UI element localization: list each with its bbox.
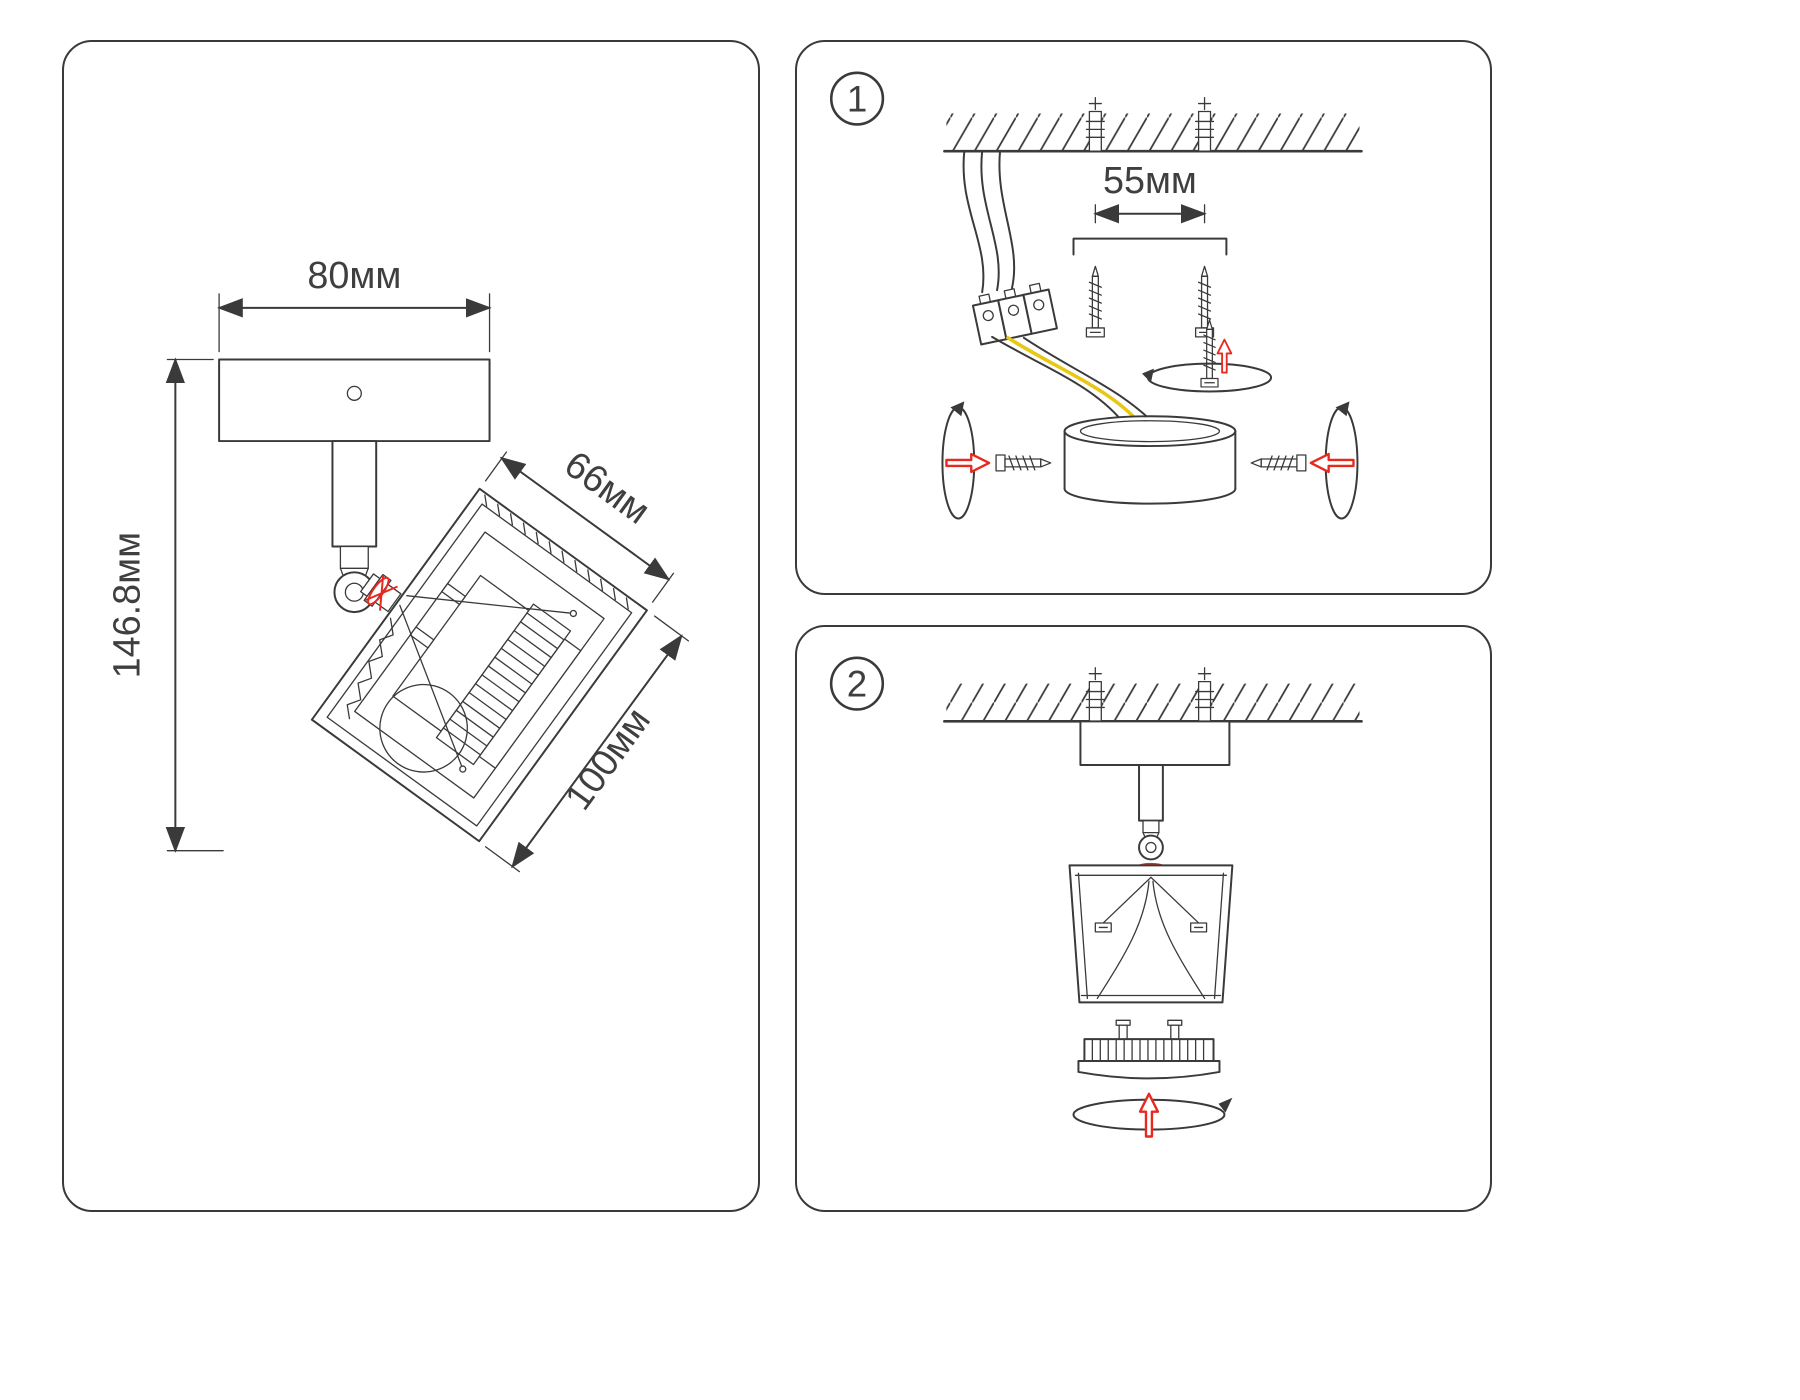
lamp-housing [1068, 864, 1234, 1004]
spring-clips [1094, 876, 1208, 933]
mounted-plate [1079, 720, 1231, 767]
screw-turn-indicator [1142, 319, 1273, 393]
panel-step-1: 1 55мм [795, 40, 1492, 595]
dimension-hole-spacing: 55мм [1093, 159, 1207, 224]
ceiling [943, 683, 1363, 723]
wall-plug-left [1085, 96, 1105, 152]
stem-and-joint [1138, 764, 1164, 861]
pivot-bolt [360, 573, 402, 613]
step-2-number: 2 [847, 664, 867, 705]
dimensions-drawing: 80мм [107, 255, 690, 873]
red-left-arrow-icon [1309, 452, 1355, 474]
wall-plug-right [1194, 667, 1215, 722]
mounting-base [1063, 415, 1237, 505]
lamp-turn-indicator [1072, 1092, 1233, 1138]
dim-height-label: 146.8мм [107, 532, 149, 678]
rotation-arrowhead [1142, 368, 1154, 383]
step2-drawing: 2 [829, 656, 1363, 1138]
terminal-block [971, 282, 1058, 346]
wall-plug-right [1194, 96, 1215, 152]
red-washer-ring [367, 576, 390, 606]
step1-drawing: 1 55мм [829, 71, 1363, 520]
red-up-arrow-icon [1216, 338, 1233, 374]
wall-plug-left [1085, 667, 1105, 722]
ceiling [943, 113, 1363, 153]
dim-width-label: 80мм [307, 255, 401, 297]
screw-left [1085, 265, 1105, 338]
step-2-badge: 2 [829, 656, 885, 711]
gx53-lamp [1077, 1019, 1221, 1080]
panel-dimensions: 80мм [62, 40, 760, 1212]
red-right-arrow-icon [945, 452, 991, 474]
dim-depth-label: 66мм [557, 443, 658, 532]
rotation-arrowhead-left [950, 401, 965, 417]
mounting-bracket [1072, 237, 1228, 256]
stem-and-joint [331, 440, 378, 614]
panel-step-2: 2 [795, 625, 1492, 1212]
retention-springs [346, 595, 578, 773]
dimension-width: 80мм [216, 255, 492, 353]
mount-plate [218, 358, 491, 443]
step-1-number: 1 [847, 78, 867, 119]
side-screw-right-group [1250, 401, 1359, 520]
side-screw-left-group [941, 401, 1052, 520]
rotation-arrowhead [1218, 1097, 1233, 1113]
side-screw-left [995, 454, 1052, 472]
dim-length-label: 100мм [557, 700, 659, 818]
rotation-arrowhead-right [1335, 401, 1350, 417]
dim-spacing-label: 55мм [1103, 159, 1197, 201]
step-1-badge: 1 [829, 71, 885, 126]
supply-wires [962, 150, 1016, 294]
dimension-height: 146.8мм [107, 357, 224, 853]
side-screw-right [1250, 454, 1307, 472]
